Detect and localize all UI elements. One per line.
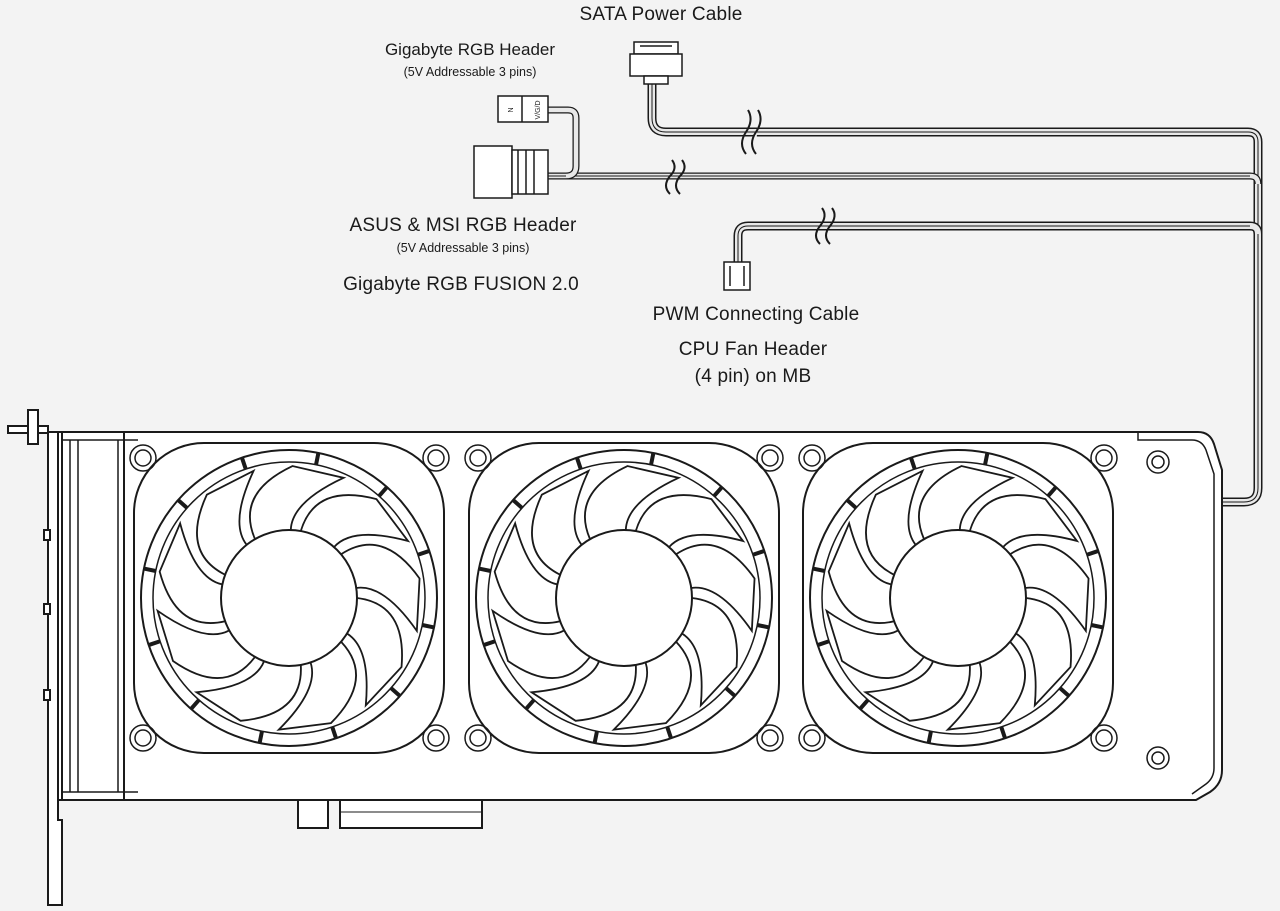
card-end-cap bbox=[61, 431, 125, 801]
screw-icon bbox=[464, 444, 492, 472]
screw-icon bbox=[129, 444, 157, 472]
pwm-connecting-cable-label: PWM Connecting Cable bbox=[652, 304, 860, 325]
fan-icon bbox=[133, 442, 445, 754]
gigabyte-pin-label-b: V/G/D bbox=[535, 100, 542, 119]
gigabyte-rgb-header-sub: (5V Addressable 3 pins) bbox=[403, 65, 537, 79]
sata-connector-icon bbox=[629, 41, 683, 85]
gigabyte-rgb-header-label: Gigabyte RGB Header bbox=[384, 40, 556, 59]
screw-icon bbox=[1146, 746, 1170, 770]
screw-icon bbox=[798, 444, 826, 472]
fans bbox=[133, 442, 1114, 754]
screw-icon bbox=[422, 724, 450, 752]
graphics-card bbox=[7, 409, 1223, 906]
screw-icon bbox=[756, 444, 784, 472]
asus-msi-rgb-header-label: ASUS & MSI RGB Header bbox=[349, 215, 577, 236]
pcie-connector bbox=[297, 799, 483, 829]
cpu-fan-header-sub: (4 pin) on MB bbox=[694, 366, 812, 387]
screw-icon bbox=[756, 724, 784, 752]
asus-msi-rgb-connector-icon bbox=[473, 145, 549, 199]
cpu-fan-header-label: CPU Fan Header bbox=[678, 339, 828, 360]
sata-power-cable-label: SATA Power Cable bbox=[579, 4, 743, 25]
screw-icon bbox=[1146, 450, 1170, 474]
pci-bracket bbox=[7, 409, 63, 906]
cables bbox=[548, 80, 1263, 507]
screw-icon bbox=[422, 444, 450, 472]
screw-icon bbox=[798, 724, 826, 752]
cable-break-marks bbox=[665, 109, 836, 245]
pwm-cable bbox=[733, 221, 1263, 262]
pwm-connector-icon bbox=[723, 261, 751, 291]
fan-icon bbox=[802, 442, 1114, 754]
fan-icon bbox=[468, 442, 780, 754]
asus-msi-rgb-header-sub: (5V Addressable 3 pins) bbox=[396, 241, 530, 255]
rgb-cable bbox=[548, 106, 1262, 185]
screw-icon bbox=[1090, 724, 1118, 752]
gigabyte-pin-label-a: N bbox=[508, 107, 515, 112]
gigabyte-rgb-fusion-label: Gigabyte RGB FUSION 2.0 bbox=[343, 274, 579, 295]
screw-icon bbox=[129, 724, 157, 752]
screw-icon bbox=[1090, 444, 1118, 472]
screw-icons bbox=[129, 444, 1170, 770]
gigabyte-rgb-connector-icon: N V/G/D bbox=[497, 95, 549, 123]
sata-cable bbox=[647, 80, 1263, 507]
screw-icon bbox=[464, 724, 492, 752]
